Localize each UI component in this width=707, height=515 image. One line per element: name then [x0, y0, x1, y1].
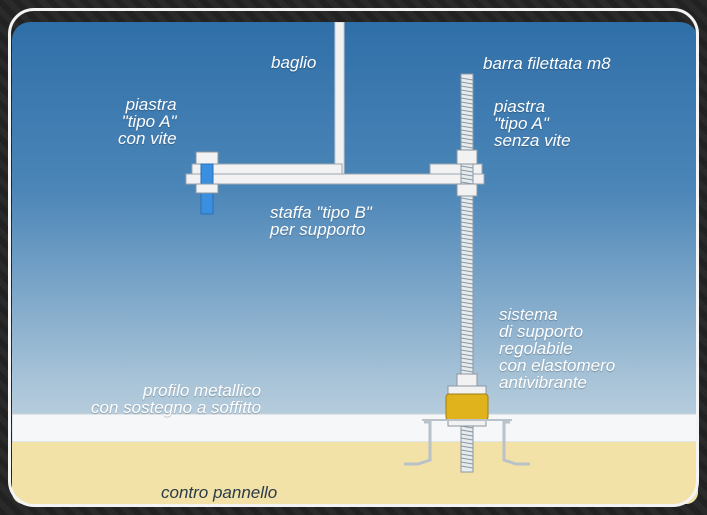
label-baglio: baglio — [271, 53, 317, 72]
vite-left — [195, 151, 219, 215]
label-barra-filettata: barra filettata m8 — [483, 54, 611, 73]
piastra-tipo-a-left — [191, 163, 343, 175]
sistema-supporto — [404, 373, 530, 466]
label-piastra-con-vite: piastra "tipo A" con vite — [118, 95, 177, 148]
label-staffa: staffa "tipo B" per supporto — [270, 203, 372, 239]
label-sistema: sistema di supporto regolabile con elast… — [499, 305, 616, 392]
label-piastra-senza-vite: piastra "tipo A" senza vite — [494, 97, 571, 150]
profilo-metallico — [12, 413, 698, 443]
rounded-frame — [8, 8, 699, 507]
dado-inferiore — [456, 183, 478, 197]
label-profilo: profilo metallico con sostegno a soffitt… — [91, 381, 262, 417]
contro-pannello — [12, 442, 698, 504]
barra-filettata — [460, 73, 474, 473]
label-contro-pannello: contro pannello — [161, 483, 278, 502]
dado-superiore — [456, 149, 478, 165]
piastra-tipo-a-right — [429, 163, 483, 175]
assembly-drawing — [12, 22, 698, 504]
diagram-scene: baglio barra filettata m8 piastra "tipo … — [12, 22, 698, 504]
